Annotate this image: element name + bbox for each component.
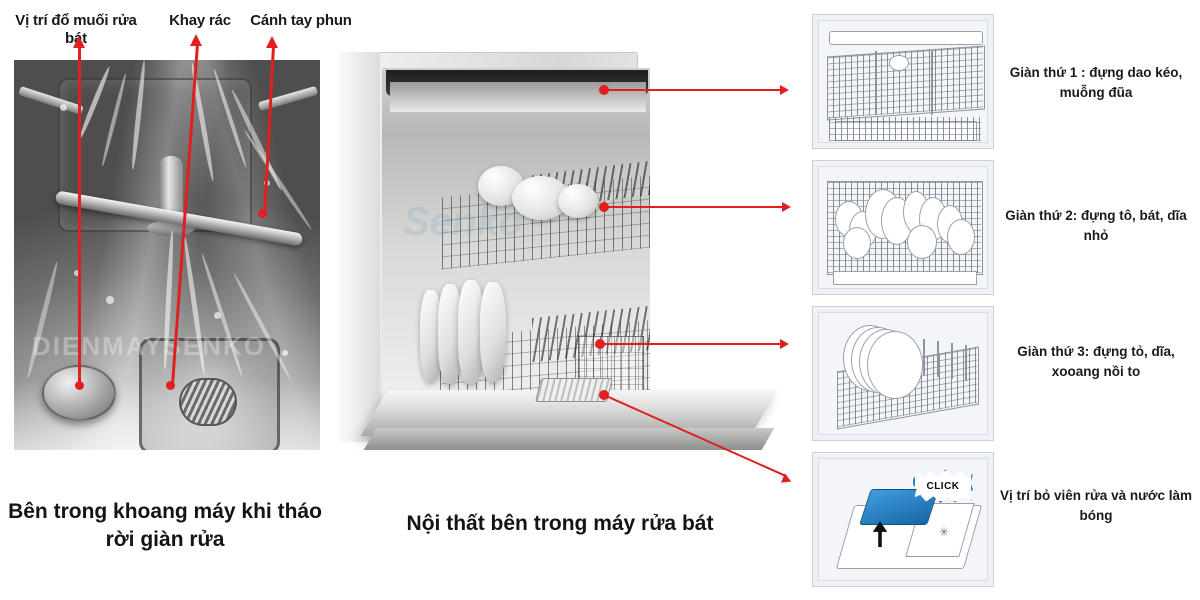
dishwasher-door-edge bbox=[363, 428, 775, 450]
description-detergent: Vị trí bỏ viên rửa và nước làm bóng bbox=[1000, 488, 1192, 523]
pointer-dot-spray-arm bbox=[258, 209, 267, 218]
rack-outline bbox=[827, 181, 983, 275]
dw-top-bar bbox=[829, 31, 983, 45]
caption-center: Nội thất bên trong máy rửa bát bbox=[406, 512, 714, 535]
pointer-line-salt bbox=[78, 46, 81, 386]
arrow-line-rack-3 bbox=[600, 343, 782, 345]
arrow-head-rack-1 bbox=[780, 85, 789, 95]
cup bbox=[558, 184, 598, 218]
tine bbox=[965, 345, 967, 381]
bowl bbox=[843, 227, 871, 259]
plate-large bbox=[867, 331, 923, 399]
water-droplet bbox=[214, 312, 221, 319]
arrow-line-rack-1 bbox=[604, 89, 782, 91]
description-rack-1: Giàn thứ 1 : đựng dao kéo, muỗng đũa bbox=[1009, 65, 1183, 100]
bowl bbox=[947, 219, 975, 255]
tine bbox=[937, 341, 939, 377]
arrow-head-rack-3 bbox=[780, 339, 789, 349]
thumbnail-2-frame bbox=[818, 166, 988, 289]
water-droplet bbox=[60, 104, 67, 111]
water-droplet bbox=[282, 350, 288, 356]
description-rack-3: Giàn thứ 3: đựng tỏ, dĩa, xooang nồi to bbox=[1017, 344, 1175, 379]
tine bbox=[951, 343, 953, 379]
tray-divider bbox=[931, 50, 933, 116]
plate bbox=[458, 280, 484, 384]
pointer-dot-trash bbox=[166, 381, 175, 390]
photo-dishwasher-open: Senko bbox=[330, 30, 800, 490]
bowl bbox=[907, 225, 937, 259]
pointer-arrowhead-trash bbox=[190, 34, 202, 46]
description-rack-2: Giàn thứ 2: đựng tô, bát, dĩa nhỏ bbox=[1005, 208, 1187, 243]
thumbnail-1-frame bbox=[818, 20, 988, 143]
arrow-head-rack-2 bbox=[782, 202, 791, 212]
caption-left: Bên trong khoang máy khi tháo rời giàn r… bbox=[8, 500, 322, 552]
callout-label-spray-arm: Cánh tay phun bbox=[250, 12, 352, 29]
thumbnail-rack-3[interactable] bbox=[812, 306, 994, 441]
thumbnail-4-frame: ✳ CLICK bbox=[818, 458, 988, 581]
tine bbox=[923, 339, 925, 375]
rack-base bbox=[833, 271, 977, 285]
lower-rack-mesh bbox=[829, 117, 981, 141]
pointer-arrowhead-spray-arm bbox=[266, 36, 278, 48]
trash-filter bbox=[179, 378, 237, 426]
spoon-head bbox=[889, 55, 909, 71]
thumbnail-detergent[interactable]: ✳ CLICK bbox=[812, 452, 994, 587]
thumbnail-3-frame bbox=[818, 312, 988, 435]
photo-dishwasher-cavity: DIENMAYSENKO bbox=[14, 60, 320, 450]
tray-divider bbox=[875, 50, 877, 116]
plate bbox=[420, 290, 442, 382]
dishwasher-left-side bbox=[338, 52, 380, 442]
plate bbox=[480, 282, 506, 382]
pointer-dot-salt bbox=[75, 381, 84, 390]
water-droplet bbox=[106, 296, 114, 304]
callout-label-trash-tray: Khay rác bbox=[169, 12, 231, 29]
thumbnail-rack-2[interactable] bbox=[812, 160, 994, 295]
arrow-line-rack-2 bbox=[604, 206, 784, 208]
water-droplet bbox=[74, 270, 80, 276]
watermark-center: Senko bbox=[402, 200, 524, 244]
pointer-arrowhead-salt bbox=[73, 36, 85, 48]
watermark-left: DIENMAYSENKO bbox=[32, 331, 266, 361]
thumbnail-rack-1[interactable] bbox=[812, 14, 994, 149]
snowflake-icon: ✳ bbox=[938, 525, 950, 539]
